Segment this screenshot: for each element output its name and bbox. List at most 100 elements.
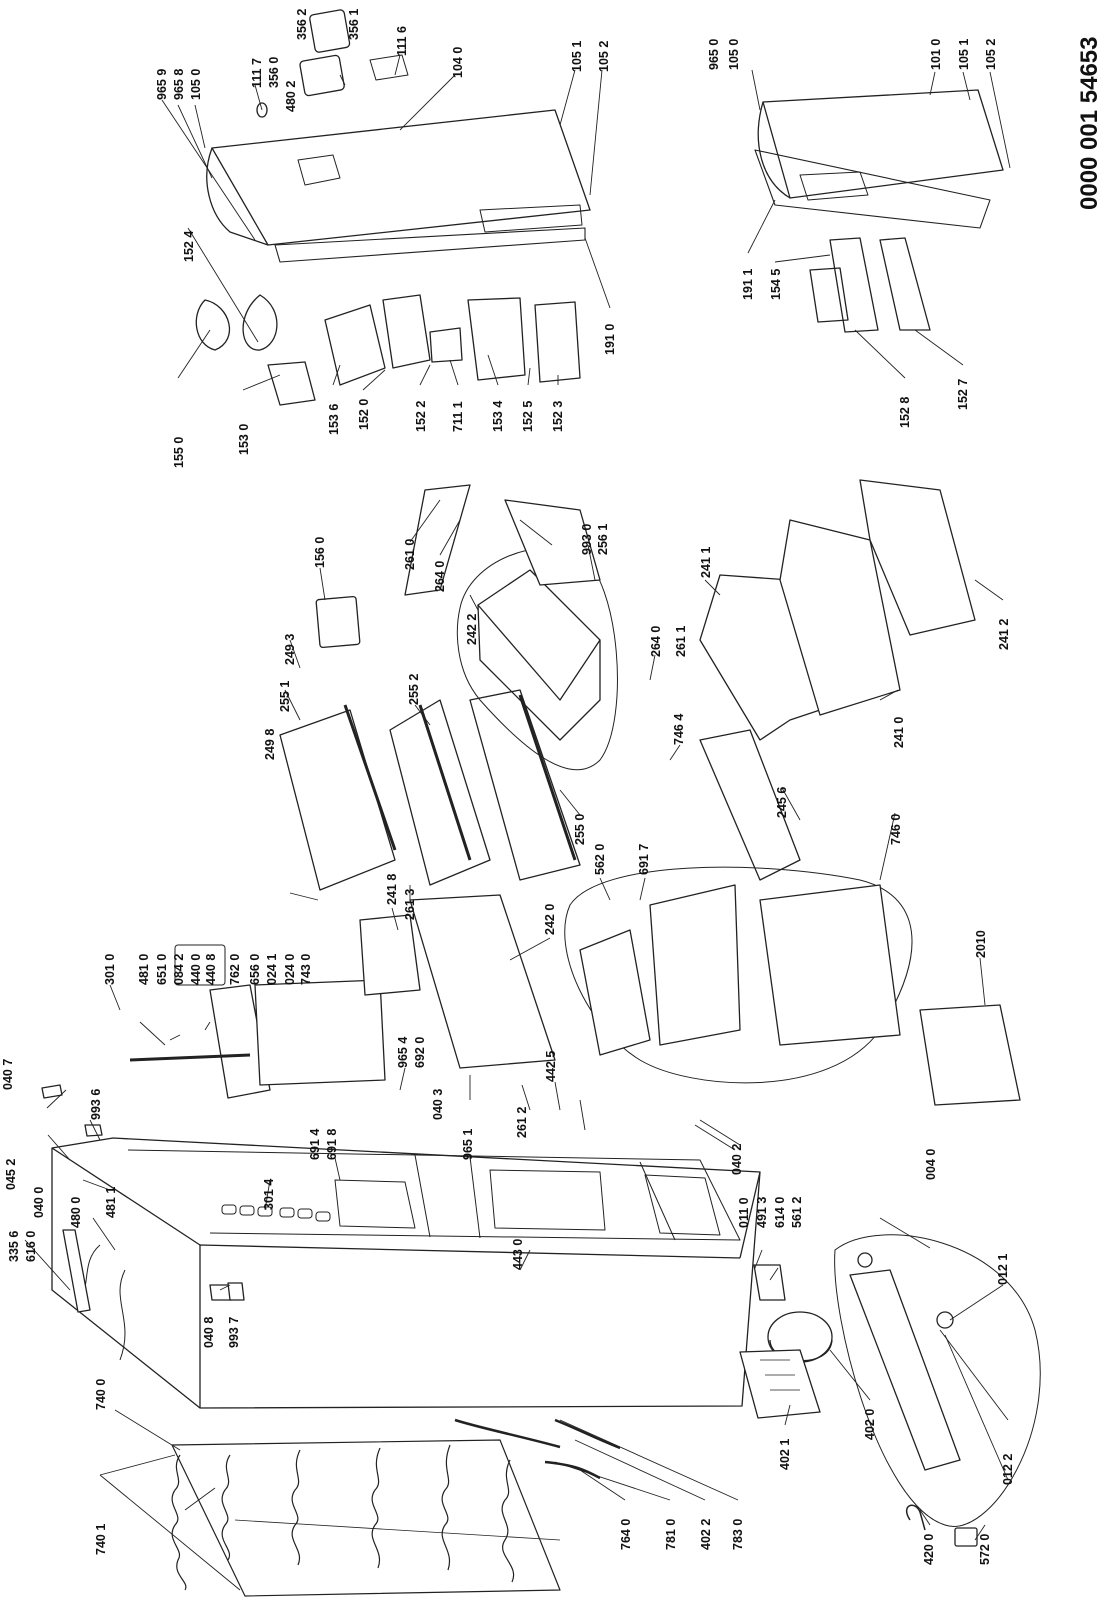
part-label: 356 1 <box>347 8 361 40</box>
drain-tray <box>919 1004 1021 1106</box>
part-label: 692 0 <box>413 1036 427 1068</box>
part-label: 249 3 <box>283 633 297 665</box>
part-label: 764 0 <box>619 1518 633 1550</box>
part-label: 440 0 <box>189 953 203 985</box>
part-label: 040 0 <box>32 1186 46 1218</box>
part-label: 104 0 <box>451 46 465 78</box>
part-label: 965 4 <box>396 1036 410 1068</box>
part-label: 154 5 <box>769 268 783 300</box>
drawer-242-0 <box>359 894 556 1069</box>
part-label: 255 2 <box>407 673 421 705</box>
part-label: 111 7 <box>250 58 264 88</box>
part-label: 301 4 <box>262 1178 276 1210</box>
part-label: 264 0 <box>433 560 447 592</box>
part-label: 255 0 <box>573 813 587 845</box>
part-label: 440 8 <box>204 953 218 985</box>
part-label: 691 8 <box>325 1128 339 1160</box>
main-door <box>206 9 591 263</box>
part-label: 101 0 <box>929 38 943 70</box>
part-label: 402 2 <box>699 1518 713 1550</box>
part-label: 153 6 <box>327 403 341 435</box>
part-label: 024 0 <box>283 953 297 985</box>
part-label: 024 1 <box>265 953 279 985</box>
part-label: 255 1 <box>278 680 292 712</box>
part-label: 442 5 <box>544 1050 558 1082</box>
part-label: 691 4 <box>308 1128 322 1160</box>
crisper-drawer <box>404 484 618 771</box>
shelves <box>279 595 581 891</box>
part-label: 264 0 <box>649 625 663 657</box>
part-label: 152 0 <box>357 398 371 430</box>
leader-lines <box>24 54 1011 1591</box>
part-label: 152 8 <box>898 396 912 428</box>
part-label: 420 0 <box>922 1533 936 1565</box>
part-label: 111 6 <box>395 26 409 56</box>
document-id: 0000 001 54653 <box>1076 36 1100 210</box>
part-label: 249 8 <box>263 728 277 760</box>
part-label: 402 1 <box>778 1438 792 1470</box>
part-label: 040 3 <box>431 1088 445 1120</box>
part-label: 491 3 <box>755 1196 769 1228</box>
part-label: 245 6 <box>775 786 789 818</box>
part-label: 261 2 <box>515 1106 529 1138</box>
part-label: 261 3 <box>403 888 417 920</box>
part-label: 443 0 <box>511 1238 525 1270</box>
part-label: 241 8 <box>385 873 399 905</box>
part-label: 740 1 <box>94 1523 108 1555</box>
part-label: 781 0 <box>664 1518 678 1550</box>
control-panel <box>129 944 386 1099</box>
part-label: 040 8 <box>202 1316 216 1348</box>
part-label: 965 0 <box>707 38 721 70</box>
part-label: 191 0 <box>603 323 617 355</box>
part-label: 241 0 <box>892 716 906 748</box>
part-label: 993 6 <box>89 1088 103 1120</box>
part-label: 481 0 <box>137 953 151 985</box>
part-label: 356 0 <box>267 56 281 88</box>
cabinet <box>51 1137 761 1409</box>
part-label: 993 0 <box>580 523 594 555</box>
part-label: 711 1 <box>451 401 465 432</box>
part-label: 004 0 <box>924 1148 938 1180</box>
part-label: 012 1 <box>996 1253 1010 1285</box>
part-label: 480 2 <box>284 80 298 112</box>
part-label: 762 0 <box>228 953 242 985</box>
part-label: 152 4 <box>182 230 196 262</box>
part-label: 045 2 <box>4 1158 18 1190</box>
part-label: 965 9 <box>155 68 169 100</box>
part-label: 152 3 <box>551 400 565 432</box>
part-label: 301 0 <box>103 953 117 985</box>
part-label: 572 0 <box>978 1533 992 1565</box>
part-label: 242 2 <box>465 613 479 645</box>
part-label: 614 0 <box>773 1196 787 1228</box>
part-label: 084 2 <box>172 953 186 985</box>
base-housing <box>834 1234 1041 1527</box>
part-label: 480 0 <box>69 1196 83 1228</box>
part-label: 783 0 <box>731 1518 745 1550</box>
part-label: 191 1 <box>741 268 755 300</box>
part-label: 105 1 <box>957 38 971 70</box>
part-label: 651 0 <box>155 953 169 985</box>
part-label: 746 4 <box>672 713 686 745</box>
part-label: 402 0 <box>863 1408 877 1440</box>
part-label: 242 0 <box>543 903 557 935</box>
part-label: 481 1 <box>104 1186 118 1218</box>
part-label: 356 2 <box>295 8 309 40</box>
part-label: 2010 <box>974 930 988 958</box>
part-label: 256 1 <box>596 523 610 555</box>
part-label: 743 0 <box>299 953 313 985</box>
part-label: 241 2 <box>997 618 1011 650</box>
part-label: 153 4 <box>491 400 505 432</box>
part-label: 105 2 <box>597 40 611 72</box>
part-label: 011 0 <box>737 1197 751 1228</box>
part-label: 040 2 <box>730 1143 744 1175</box>
part-label: 241 1 <box>699 546 713 578</box>
part-label: 155 0 <box>172 436 186 468</box>
part-label: 561 2 <box>790 1196 804 1228</box>
condenser <box>171 1439 561 1597</box>
part-label: 012 2 <box>1001 1453 1015 1485</box>
evaporator-assembly <box>564 866 913 1084</box>
part-label: 261 1 <box>674 625 688 657</box>
part-label: 105 1 <box>570 40 584 72</box>
